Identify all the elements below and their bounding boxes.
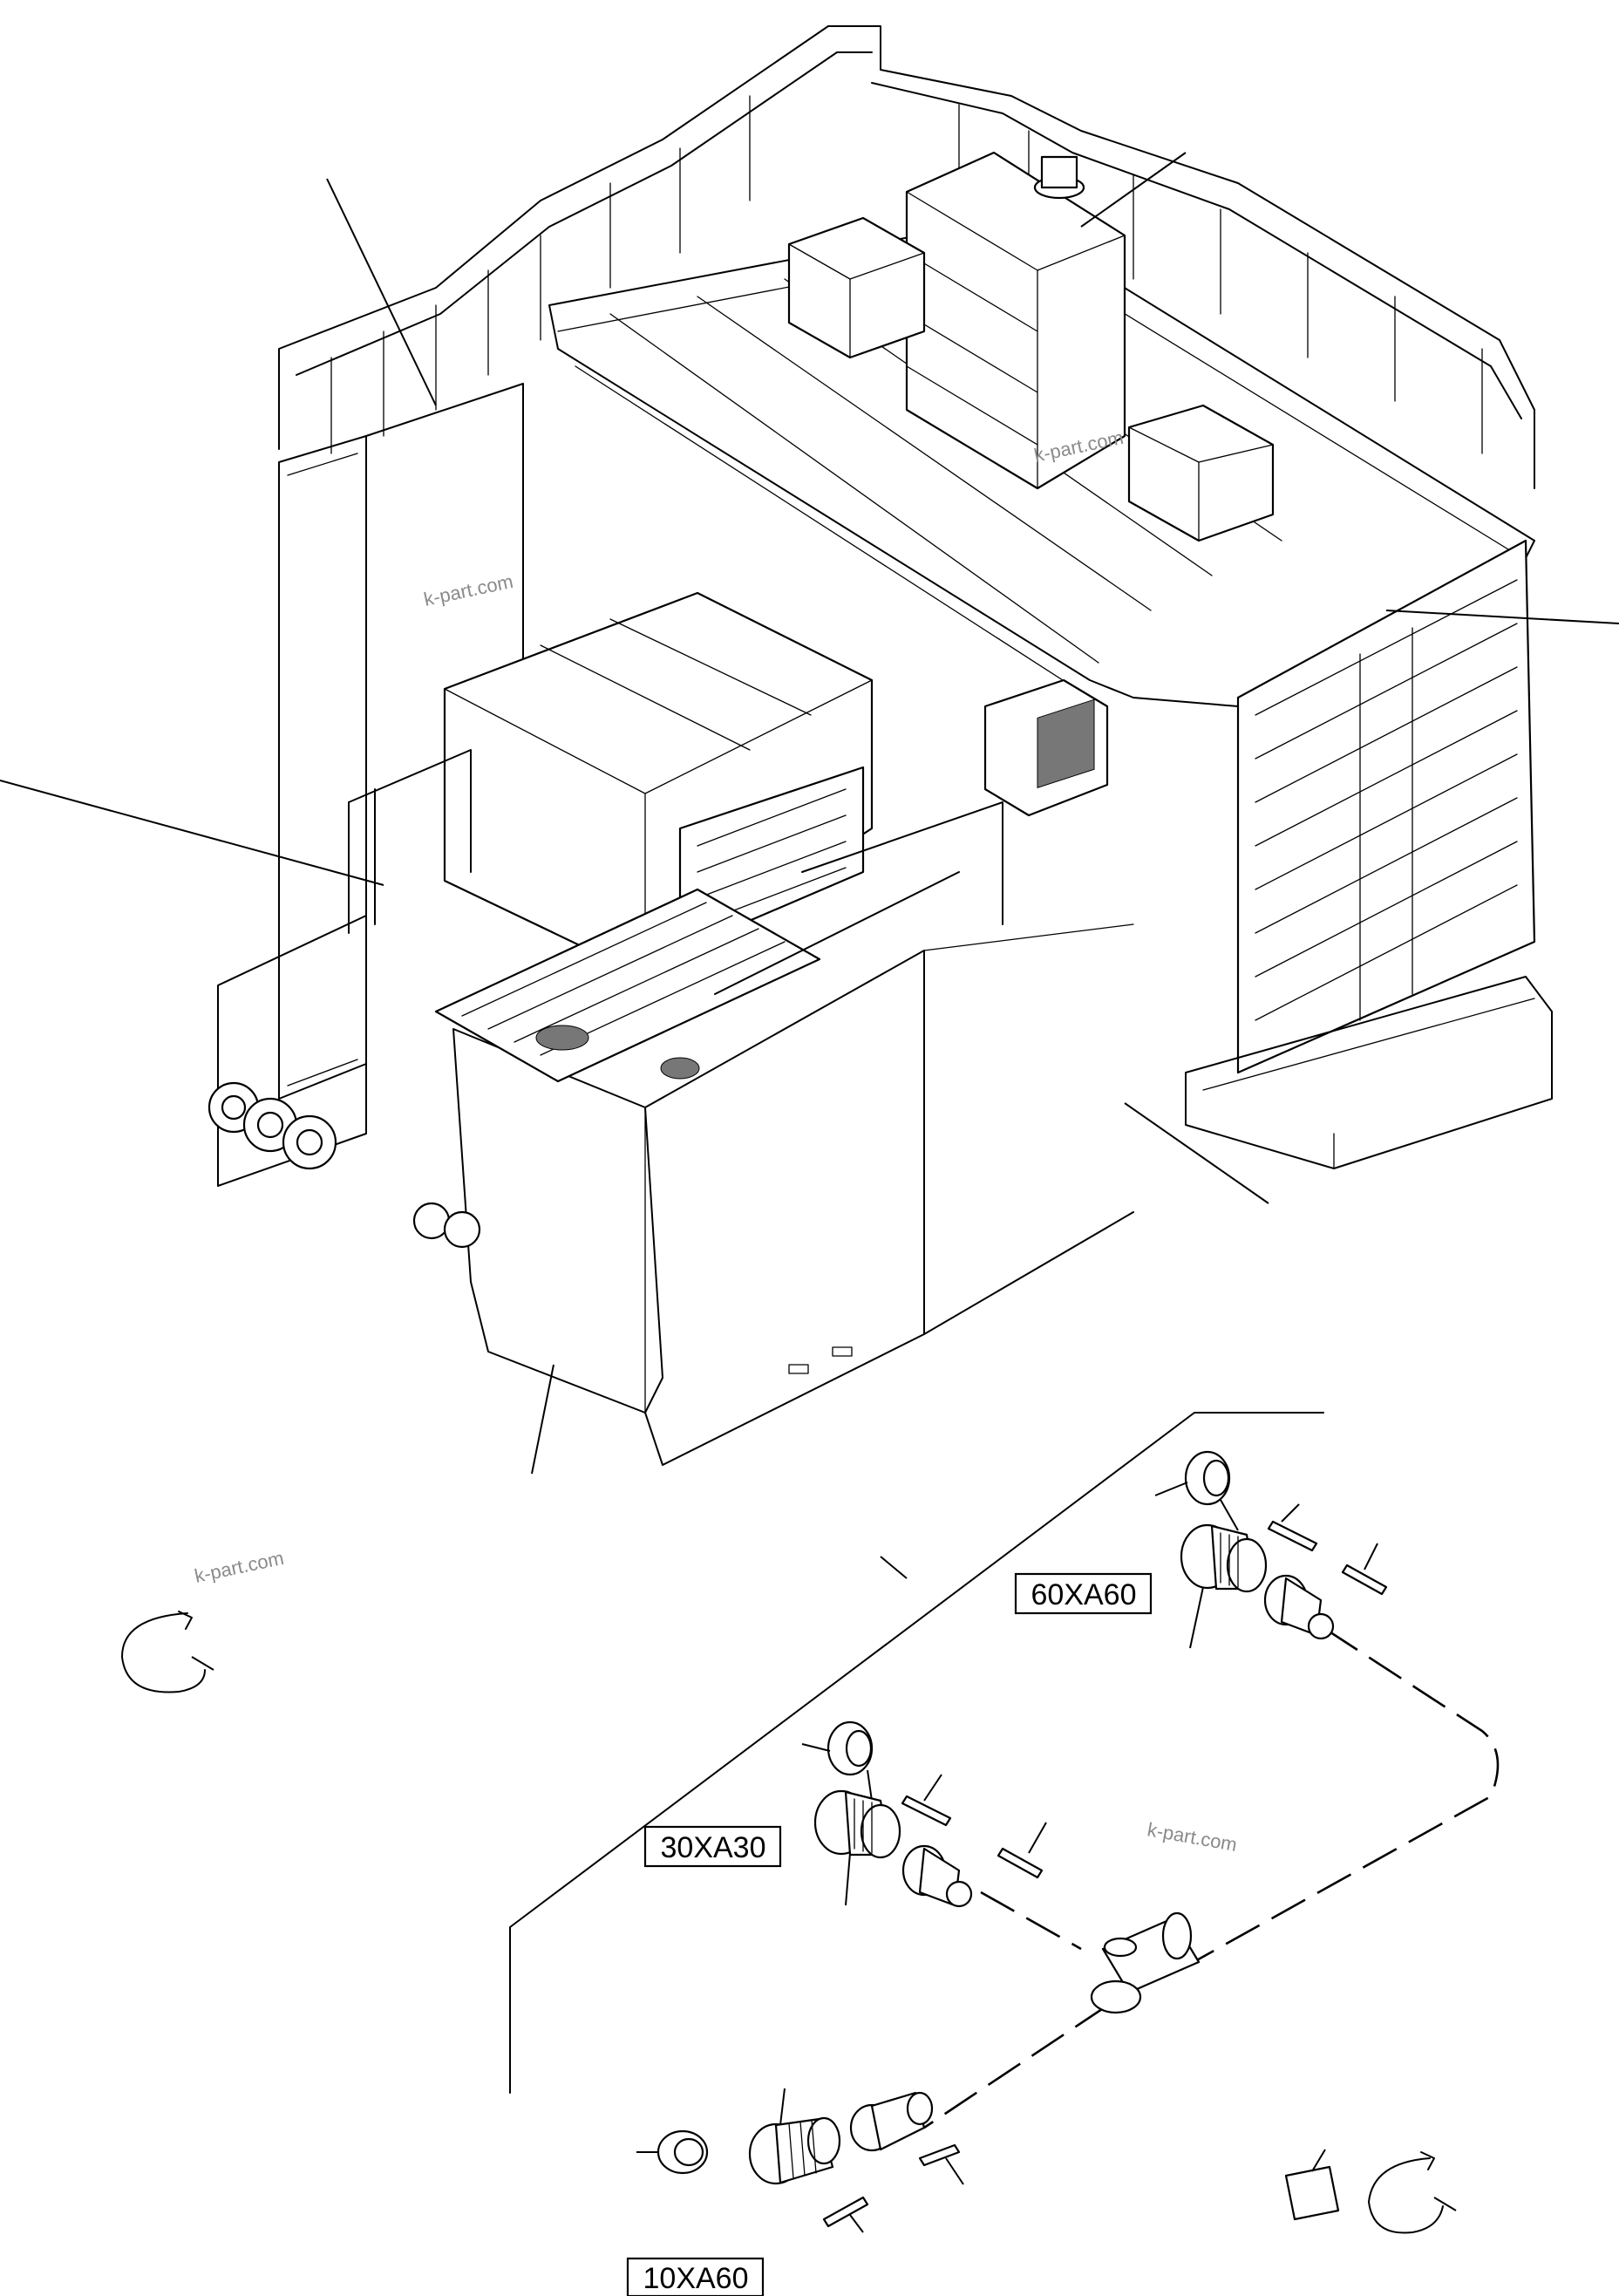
cab-railing [348,749,1003,995]
callout-label-10xa60: 10XA60 [643,2262,749,2295]
callout-30xa30: 30XA30 [643,1825,782,1868]
callout-label-30xa30: 30XA30 [661,1831,766,1864]
grille-box [983,678,1109,817]
cooler-module [1236,539,1536,1074]
contact-pin-30 [901,1774,952,1827]
receptacle-60 [1180,1523,1268,1593]
plug-60 [1263,1574,1335,1640]
group-60xa60: 60XA60 [1014,1450,1388,1649]
filter-tower [905,151,1126,490]
receptacle-10 [748,2116,841,2185]
cab [443,591,874,978]
sleeve-10 [918,2143,964,2185]
watermark-4: k-part.com [1146,1818,1239,1856]
contact-pin-10 [822,2196,869,2233]
upper-box-left [787,216,926,359]
protective-sleeve [1284,2149,1340,2221]
assembly-leaders [0,152,1619,1475]
contact-pin-60 [1267,1503,1318,1552]
upper-box-right [1127,404,1275,542]
tee-fitting [1090,1911,1201,2014]
plug-30 [901,1844,973,1908]
sleeve-60 [1341,1543,1388,1596]
group-30xa30: 30XA30 [643,1720,1047,1908]
cable-clamp-left [121,1611,214,1693]
machine-assembly [0,25,1619,1475]
boom-mount [207,915,481,1249]
cable-harness [923,1627,1500,2129]
detail-pointer [880,1556,908,1579]
callout-10xa60: 10XA60 [626,2257,765,2296]
group-10xa60: 10XA60 [626,2088,964,2296]
detail-frame [509,1412,1324,2094]
walkway-grating [434,888,821,1083]
top-railing [278,25,1535,489]
plug-10 [849,2091,934,2152]
cable-clamp-right [1368,2151,1457,2234]
receptacle-30 [813,1789,901,1859]
lower-hull [452,923,1134,1466]
cooler-base [1185,976,1553,1169]
watermark-3: k-part.com [193,1547,286,1587]
callout-60xa60: 60XA60 [1014,1572,1153,1615]
callout-label-60xa60: 60XA60 [1031,1578,1137,1611]
sleeve-30 [997,1822,1047,1879]
cable-branch [980,1891,1082,1951]
connector-detail: 60XA60 [509,1412,1500,2296]
watermark-1: k-part.com [422,570,515,610]
